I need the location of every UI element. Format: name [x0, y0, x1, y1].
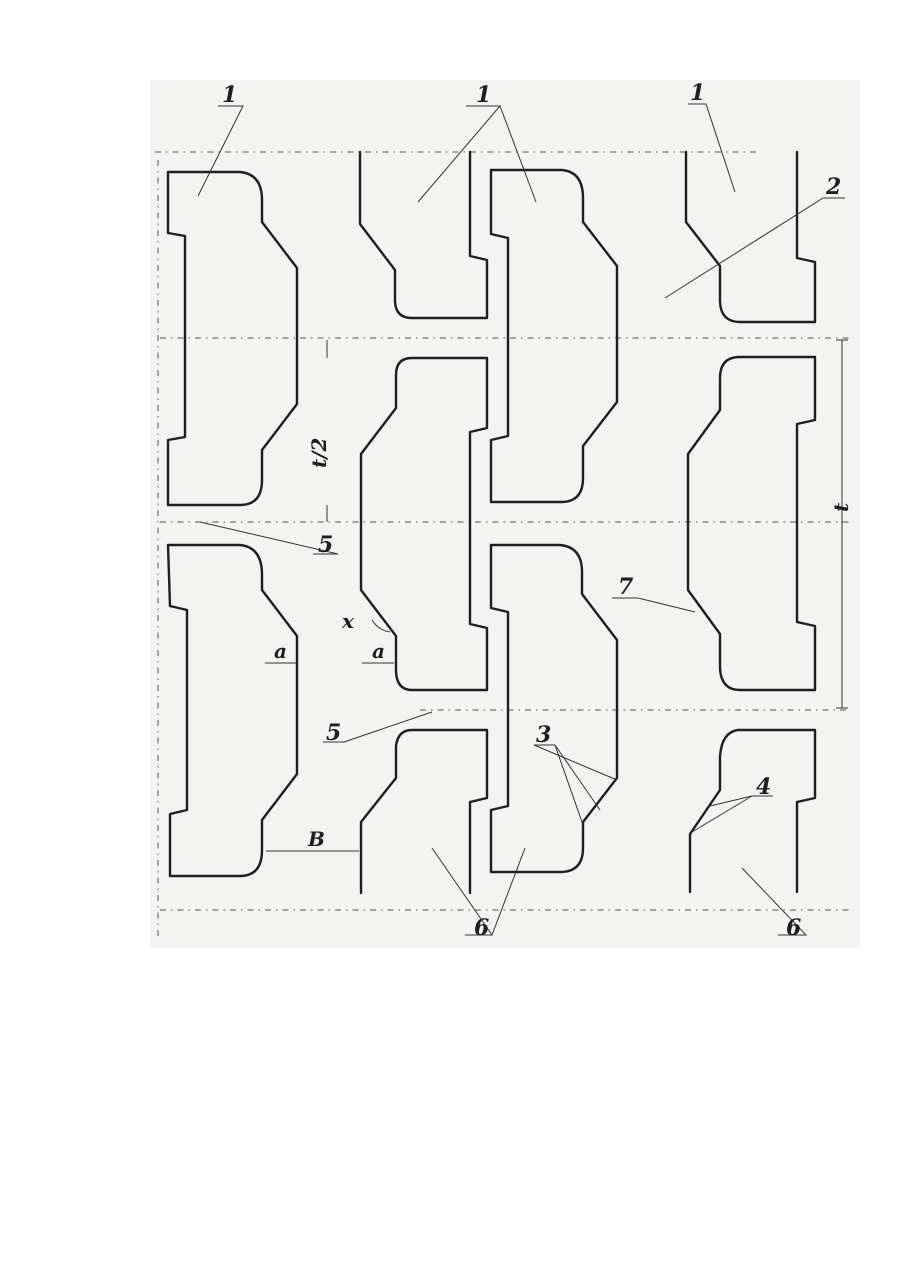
label-7: 7 [618, 574, 634, 600]
label-5-upper: 5 [318, 532, 333, 558]
dimension-half-pitch: t/2 [307, 437, 331, 468]
dimension-pitch: t [829, 502, 853, 512]
dimension-b: B [307, 827, 325, 851]
dimension-a-left: a [274, 639, 287, 663]
label-1-center: 1 [476, 82, 491, 108]
label-4: 4 [756, 774, 771, 800]
scan-background [150, 80, 860, 948]
label-2: 2 [825, 174, 841, 200]
label-5-lower: 5 [326, 720, 341, 746]
label-1-left: 1 [222, 82, 237, 108]
label-3: 3 [536, 722, 551, 748]
label-6-right: 6 [786, 915, 801, 941]
dimension-a-center: a [372, 639, 385, 663]
label-6-center: 6 [474, 915, 489, 941]
dimension-angle: x [341, 609, 355, 633]
label-1-right: 1 [690, 80, 705, 106]
